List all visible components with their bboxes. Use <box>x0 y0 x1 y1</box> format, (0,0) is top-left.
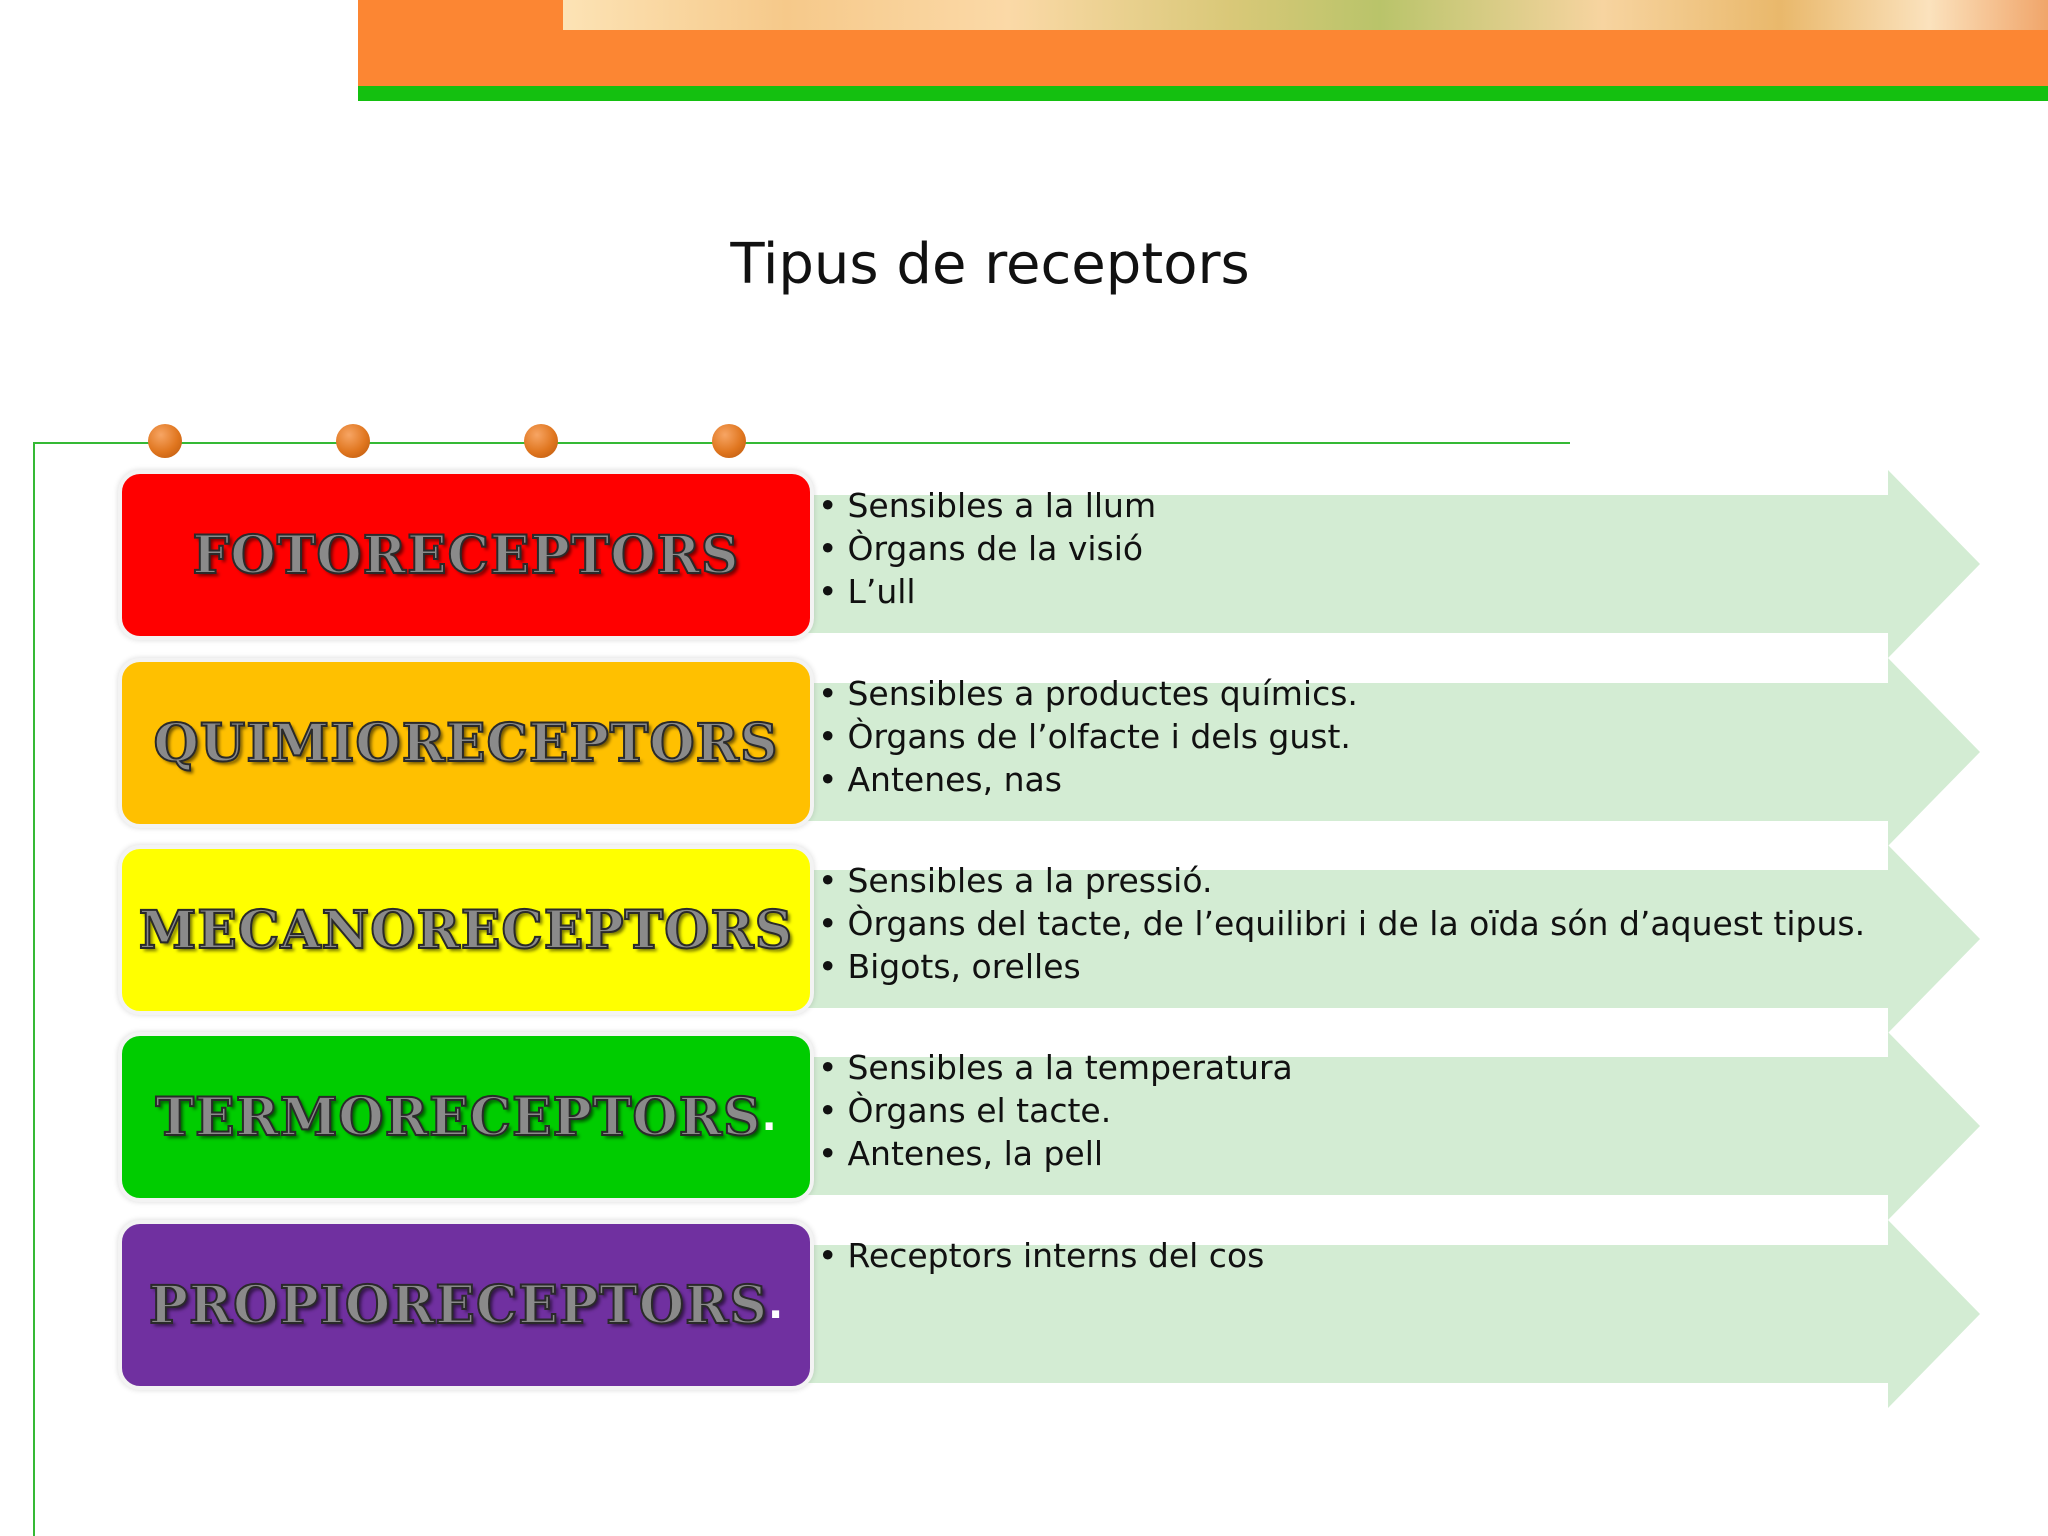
bullet-item: Sensibles a la pressió. <box>818 859 1865 902</box>
bullet-item: Receptors interns del cos <box>818 1234 1264 1277</box>
bullet-item: Sensibles a la llum <box>818 484 1156 527</box>
frame-line-top <box>33 442 1570 444</box>
receptor-row-mecanoreceptors: MECANORECEPTORS Sensibles a la pressió. … <box>118 845 1980 1033</box>
frame-line-left <box>33 442 35 1536</box>
receptor-label: TERMORECEPTORS <box>154 1086 762 1149</box>
bullet-list: Sensibles a la temperatura Òrgans el tac… <box>818 1046 1293 1175</box>
decor-dot <box>524 424 558 458</box>
bullet-list: Sensibles a la llum Òrgans de la visió L… <box>818 484 1156 613</box>
bullet-list: Sensibles a productes químics. Òrgans de… <box>818 672 1358 801</box>
receptor-label-box: PROPIORECEPTORS. <box>118 1220 814 1390</box>
decor-dot <box>336 424 370 458</box>
receptor-label-suffix: . <box>761 1094 777 1140</box>
bullet-item: Sensibles a la temperatura <box>818 1046 1292 1089</box>
receptor-label: MECANORECEPTORS <box>138 899 794 962</box>
receptor-label: FOTORECEPTORS <box>192 524 740 587</box>
decor-dot <box>148 424 182 458</box>
bullet-item: Antenes, la pell <box>818 1132 1293 1175</box>
decor-dot <box>712 424 746 458</box>
receptor-row-termoreceptors: TERMORECEPTORS. Sensibles a la temperatu… <box>118 1032 1980 1220</box>
bullet-item: Òrgans de la visió <box>818 527 1156 570</box>
receptor-label-box: FOTORECEPTORS <box>118 470 814 640</box>
receptor-label: PROPIORECEPTORS <box>148 1274 768 1337</box>
bullet-item: Sensibles a productes químics. <box>818 672 1357 715</box>
bullet-item: Bigots, orelles <box>818 945 1865 988</box>
header-banner-stripe <box>358 86 2048 101</box>
bullet-item: Òrgans del tacte, de l’equilibri i de la… <box>818 902 1865 945</box>
receptor-row-quimioreceptors: QUIMIORECEPTORS Sensibles a productes qu… <box>118 658 1980 846</box>
bullet-item: Òrgans de l’olfacte i dels gust. <box>818 715 1358 758</box>
receptor-row-propioreceptors: PROPIORECEPTORS. Receptors interns del c… <box>118 1220 1980 1408</box>
receptor-label-box: QUIMIORECEPTORS <box>118 658 814 828</box>
bullet-item: Antenes, nas <box>818 758 1358 801</box>
header-banner-image <box>563 0 2048 30</box>
bullet-item: Òrgans el tacte. <box>818 1089 1293 1132</box>
receptor-label-box: TERMORECEPTORS. <box>118 1032 814 1202</box>
slide-title: Tipus de receptors <box>730 232 1250 297</box>
receptor-label-box: MECANORECEPTORS <box>118 845 814 1015</box>
bullet-list: Sensibles a la pressió. Òrgans del tacte… <box>818 859 1865 988</box>
bullet-list: Receptors interns del cos <box>818 1234 1264 1277</box>
bullet-item: L’ull <box>818 570 1156 613</box>
receptor-label-suffix: . <box>767 1282 784 1328</box>
receptor-row-fotoreceptors: FOTORECEPTORS Sensibles a la llum Òrgans… <box>118 470 1980 658</box>
receptor-label: QUIMIORECEPTORS <box>153 712 779 775</box>
